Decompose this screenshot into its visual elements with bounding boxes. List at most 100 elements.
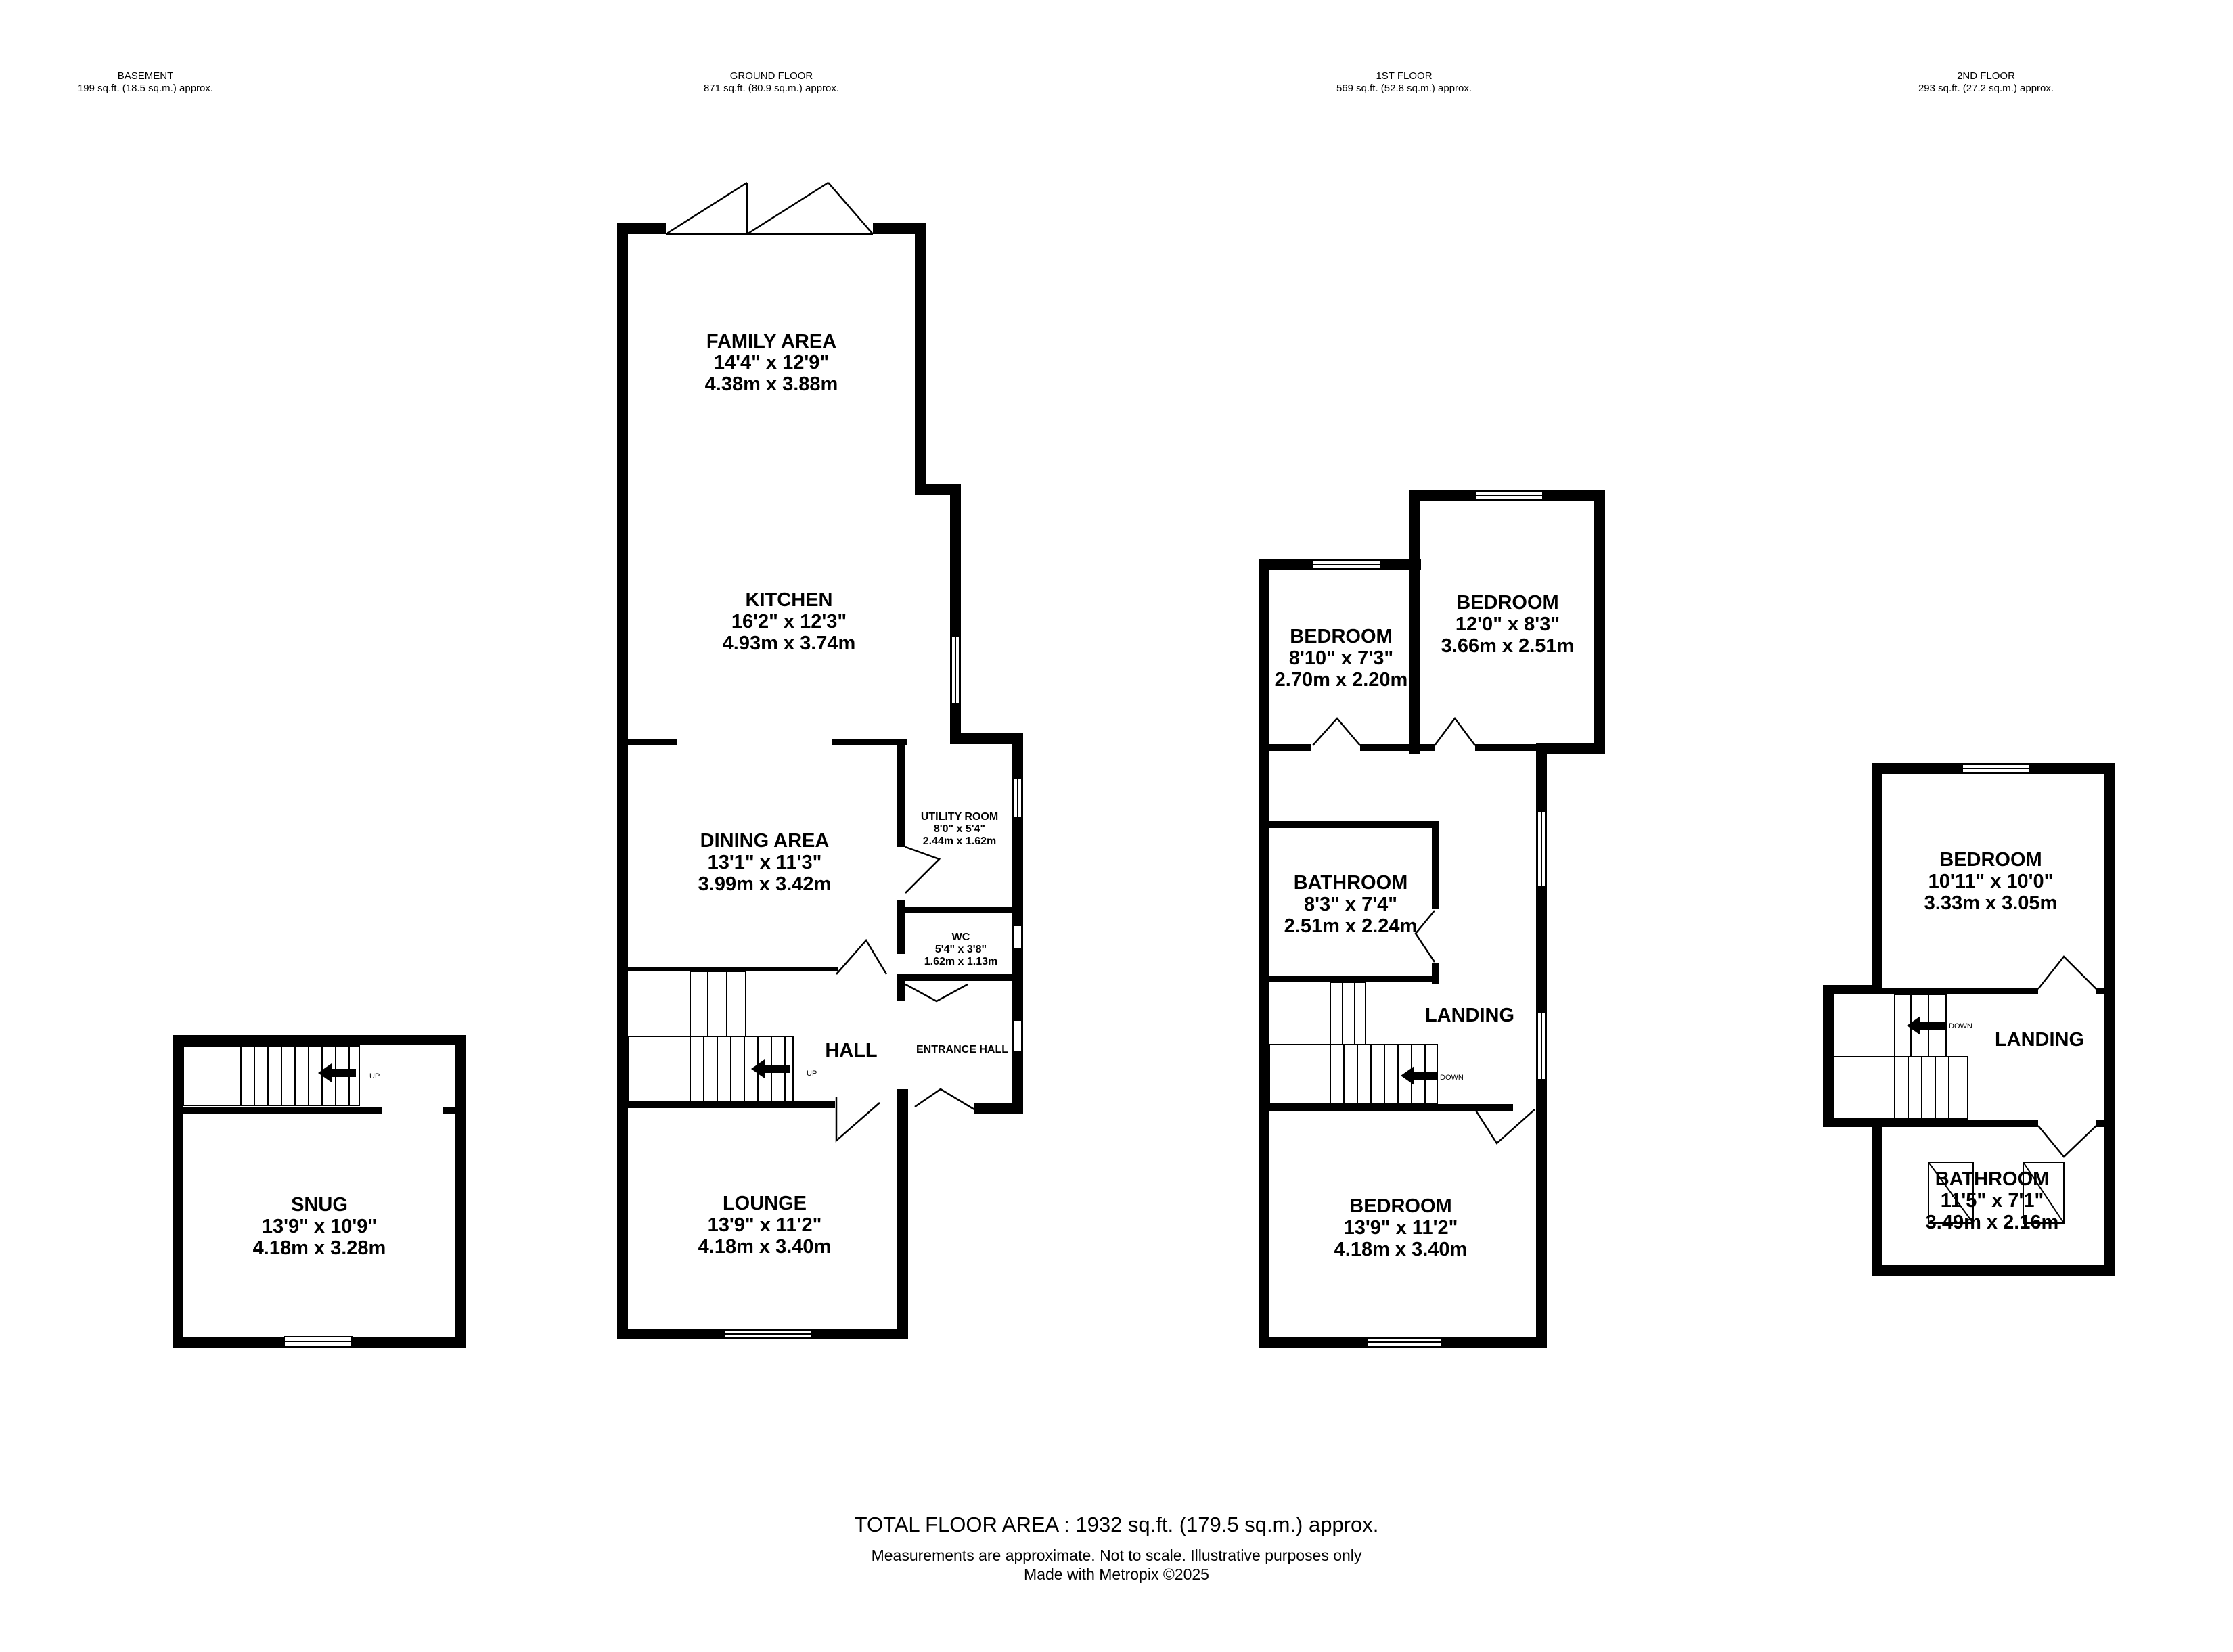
wall bbox=[897, 907, 1012, 913]
floor-header-ground: GROUND FLOOR 871 sq.ft. (80.9 sq.m.) app… bbox=[673, 70, 870, 95]
room-name: BEDROOM bbox=[1939, 849, 2042, 871]
wall bbox=[443, 1107, 455, 1114]
room-name: BEDROOM bbox=[1456, 592, 1558, 614]
wall bbox=[1823, 1118, 1882, 1127]
skylight bbox=[1928, 1162, 1974, 1224]
wall bbox=[1543, 743, 1605, 754]
wall bbox=[1823, 985, 1834, 1127]
wall bbox=[183, 1107, 382, 1114]
wall bbox=[1432, 963, 1439, 984]
wall bbox=[617, 223, 628, 1339]
room-bedroom-small: BEDROOM 8'10" x 7'3" 2.70m x 2.20m bbox=[1275, 626, 1408, 691]
room-dimensions-metric: 4.18m x 3.40m bbox=[698, 1236, 832, 1258]
room-dimensions-imperial: 12'0" x 8'3" bbox=[1456, 614, 1560, 635]
wall bbox=[2096, 988, 2104, 994]
room-dining-area: DINING AREA 13'1" x 11'3" 3.99m x 3.42m bbox=[698, 830, 832, 895]
wall bbox=[173, 1035, 466, 1045]
wall bbox=[915, 484, 961, 495]
room-name: SNUG bbox=[291, 1194, 348, 1216]
ground-floor-plan bbox=[617, 181, 1023, 1339]
door bbox=[836, 938, 888, 975]
room-snug: SNUG 13'9" x 10'9" 4.18m x 3.28m bbox=[253, 1194, 386, 1259]
door bbox=[2037, 955, 2097, 990]
door bbox=[905, 846, 941, 894]
wall bbox=[1882, 1120, 2038, 1127]
door bbox=[905, 983, 968, 1003]
second-floor-plan bbox=[1823, 763, 2115, 1276]
stair-down-label: DOWN bbox=[1440, 1074, 1464, 1082]
room-dimensions-metric: 3.33m x 3.05m bbox=[1924, 892, 2058, 914]
room-kitchen: KITCHEN 16'2" x 12'3" 4.93m x 3.74m bbox=[723, 589, 856, 654]
floor-name: GROUND FLOOR bbox=[729, 70, 813, 82]
wall bbox=[173, 1035, 183, 1348]
room-dimensions-imperial: 13'1" x 11'3" bbox=[708, 852, 822, 873]
room-lounge: LOUNGE 13'9" x 11'2" 4.18m x 3.40m bbox=[698, 1193, 832, 1258]
room-dimensions-metric: 4.93m x 3.74m bbox=[723, 633, 856, 654]
staircase bbox=[1269, 982, 1438, 1105]
room-dimensions-imperial: 11'5" x 7'1" bbox=[1941, 1190, 2044, 1212]
skylight bbox=[2023, 1162, 2065, 1224]
staircase bbox=[1833, 994, 1968, 1120]
door bbox=[835, 1097, 880, 1143]
room-bedroom-second: BEDROOM 10'11" x 10'0" 3.33m x 3.05m bbox=[1924, 849, 2058, 914]
wall bbox=[974, 1103, 1023, 1114]
basement-plan bbox=[173, 1035, 466, 1348]
stair-up-label: UP bbox=[807, 1070, 817, 1078]
staircase bbox=[627, 971, 794, 1102]
room-landing-second: LANDING bbox=[1995, 1029, 2084, 1051]
room-hall: HALL bbox=[825, 1040, 877, 1061]
room-name: UTILITY ROOM bbox=[921, 811, 998, 823]
floor-header-basement: BASEMENT 199 sq.ft. (18.5 sq.m.) approx. bbox=[54, 70, 237, 95]
room-dimensions-imperial: 13'9" x 11'2" bbox=[708, 1214, 822, 1236]
stair-up-label: UP bbox=[369, 1072, 380, 1080]
wall bbox=[897, 739, 905, 847]
floor-header-second: 2ND FLOOR 293 sq.ft. (27.2 sq.m.) approx… bbox=[1888, 70, 2084, 95]
wall bbox=[1269, 976, 1439, 982]
window bbox=[1013, 1019, 1022, 1052]
floor-name: 2ND FLOOR bbox=[1957, 70, 2015, 82]
room-bedroom-front: BEDROOM 13'9" x 11'2" 4.18m x 3.40m bbox=[1334, 1195, 1468, 1260]
room-dimensions-imperial: 5'4" x 3'8" bbox=[935, 944, 987, 955]
wall bbox=[628, 1101, 835, 1108]
room-name: WC bbox=[952, 932, 970, 943]
room-name: BATHROOM bbox=[1294, 872, 1408, 894]
floor-area: 293 sq.ft. (27.2 sq.m.) approx. bbox=[1918, 83, 2054, 94]
room-dimensions-imperial: 13'9" x 10'9" bbox=[262, 1216, 377, 1237]
wall bbox=[1594, 490, 1605, 754]
wall bbox=[1872, 763, 1882, 993]
room-name: KITCHEN bbox=[746, 589, 833, 611]
window bbox=[1013, 925, 1022, 949]
wall bbox=[1475, 744, 1543, 751]
room-dimensions-imperial: 13'9" x 11'2" bbox=[1344, 1217, 1458, 1239]
door bbox=[1414, 910, 1436, 963]
room-dimensions-metric: 2.44m x 1.62m bbox=[923, 835, 997, 847]
floor-area: 199 sq.ft. (18.5 sq.m.) approx. bbox=[77, 83, 214, 94]
floor-area: 871 sq.ft. (80.9 sq.m.) approx. bbox=[703, 83, 840, 94]
total-floor-area: TOTAL FLOOR AREA : 1932 sq.ft. (179.5 sq… bbox=[854, 1513, 1379, 1536]
wall bbox=[628, 739, 677, 745]
wall bbox=[628, 967, 838, 971]
room-bathroom-first: BATHROOM 8'3" x 7'4" 2.51m x 2.24m bbox=[1284, 872, 1418, 937]
wall bbox=[950, 733, 1023, 744]
wall bbox=[832, 739, 907, 745]
stair-arrow-icon bbox=[751, 1059, 790, 1078]
room-dimensions-metric: 2.70m x 2.20m bbox=[1275, 669, 1408, 691]
room-name: BEDROOM bbox=[1349, 1195, 1451, 1217]
floor-area: 569 sq.ft. (52.8 sq.m.) approx. bbox=[1336, 83, 1472, 94]
wall bbox=[905, 974, 1012, 981]
wall bbox=[897, 1096, 908, 1339]
wall bbox=[455, 1035, 466, 1348]
wall bbox=[1882, 988, 2038, 994]
room-dimensions-metric: 3.66m x 2.51m bbox=[1441, 635, 1575, 657]
room-dimensions-imperial: 10'11" x 10'0" bbox=[1928, 871, 2054, 892]
wall bbox=[897, 974, 905, 1001]
door bbox=[2037, 1125, 2097, 1158]
room-name: FAMILY AREA bbox=[706, 331, 836, 352]
room-name: LOUNGE bbox=[723, 1193, 807, 1214]
stair-arrow-icon bbox=[1907, 1016, 1946, 1035]
wall bbox=[1409, 490, 1420, 754]
wall bbox=[1823, 985, 1882, 994]
staircase bbox=[183, 1045, 360, 1106]
wall bbox=[1872, 1118, 1882, 1276]
stair-arrow-icon bbox=[318, 1063, 356, 1082]
